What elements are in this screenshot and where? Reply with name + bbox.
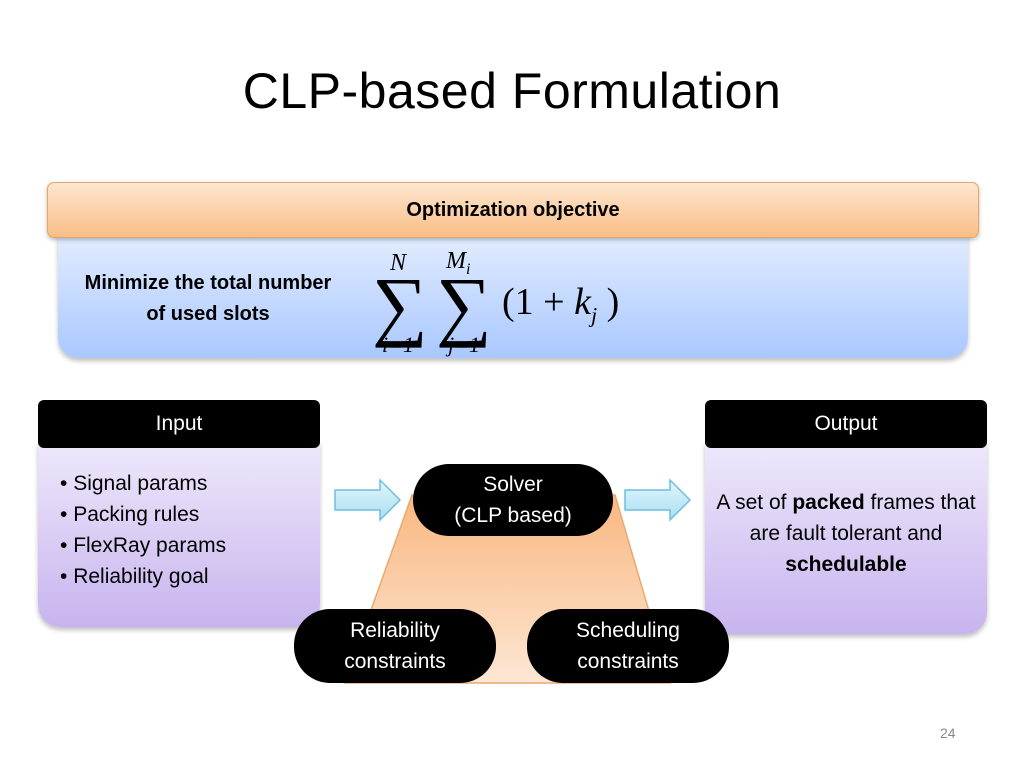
output-header: Output xyxy=(705,400,987,448)
scheduling-constraints-node: Scheduling constraints xyxy=(527,609,729,683)
solver-to-output-arrow xyxy=(624,478,692,522)
slide-title: CLP-based Formulation xyxy=(242,63,782,119)
page-number: 24 xyxy=(940,725,956,741)
output-description: A set of packed frames that are fault to… xyxy=(716,491,976,576)
list-item: FlexRay params xyxy=(60,530,226,561)
objective-description: Minimize the total number of used slots xyxy=(84,272,332,325)
objective-formula: N ∑ i=1 Mi ∑ j=1 (1 + kj ) xyxy=(370,248,670,360)
solver-node: Solver (CLP based) xyxy=(413,464,613,536)
list-item: Reliability goal xyxy=(60,561,226,592)
inner-sum-upper: Mi xyxy=(446,248,471,278)
sum-term: (1 + kj ) xyxy=(502,281,620,328)
list-item: Signal params xyxy=(60,468,226,499)
input-list: Signal params Packing rules FlexRay para… xyxy=(60,468,226,592)
inner-sum-symbol: ∑ xyxy=(436,261,492,348)
inner-sum-lower: j=1 xyxy=(448,332,480,357)
reliability-constraints-node: Reliability constraints xyxy=(294,609,496,683)
objective-body xyxy=(58,228,968,358)
output-box xyxy=(705,442,987,634)
objective-header: Optimization objective xyxy=(47,182,979,238)
input-to-solver-arrow xyxy=(334,478,402,522)
outer-sum-upper: N xyxy=(390,250,407,276)
list-item: Packing rules xyxy=(60,499,226,530)
outer-sum-symbol: ∑ xyxy=(372,261,428,348)
outer-sum-lower: i=1 xyxy=(382,332,414,357)
input-header: Input xyxy=(38,400,320,448)
